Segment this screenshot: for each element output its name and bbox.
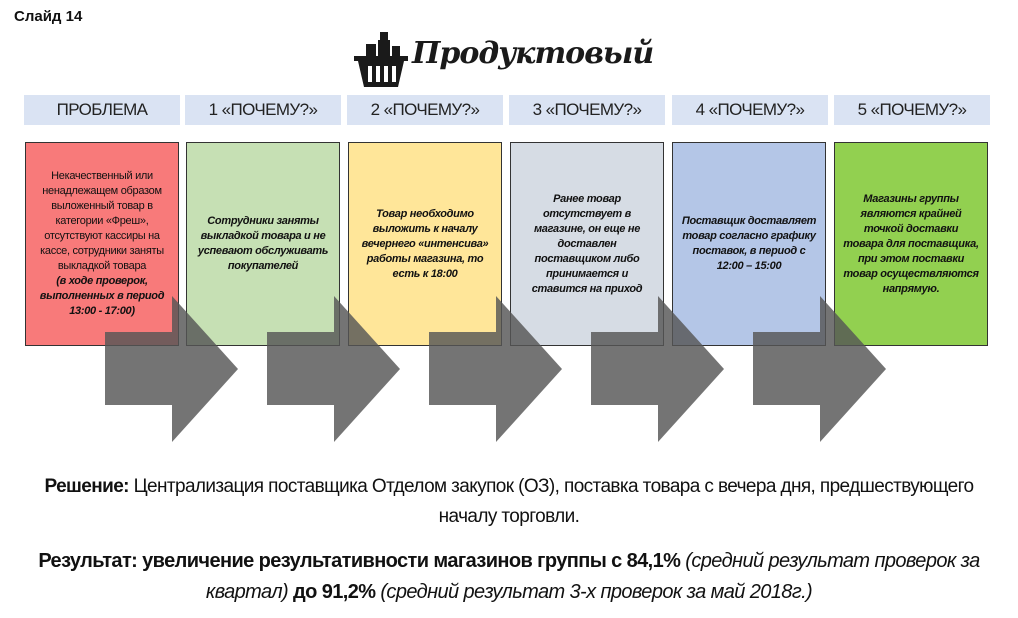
card-problem: Некачественный или ненадлежащем образом … xyxy=(25,142,179,346)
header-why-2: 2 «ПОЧЕМУ?» xyxy=(347,95,503,125)
card-note: Поставщик доставляет товар согласно граф… xyxy=(681,215,817,272)
header-why-5: 5 «ПОЧЕМУ?» xyxy=(834,95,990,125)
card-why-4: Поставщик доставляет товар согласно граф… xyxy=(672,142,826,346)
card-text: Некачественный или ненадлежащем образом … xyxy=(40,170,164,272)
header-why-4: 4 «ПОЧЕМУ?» xyxy=(672,95,828,125)
card-why-3: Ранее товар отсутствует в магазине, он е… xyxy=(510,142,664,346)
card-note: Ранее товар отсутствует в магазине, он е… xyxy=(531,192,643,295)
result-label: Результат: увеличение результативности м… xyxy=(38,550,686,572)
result-note-1: (средний результат проверок за квартал) xyxy=(205,550,980,603)
result-text: Результат: увеличение результативности м… xyxy=(0,546,1018,608)
slide-number: Слайд 14 xyxy=(14,8,83,25)
card-note: Сотрудники заняты выкладкой товара и не … xyxy=(197,215,329,272)
card-why-5: Магазины группы являются крайней точкой … xyxy=(834,142,988,346)
result-note-2: (средний результат 3-х проверок за май 2… xyxy=(380,581,813,603)
logo-text: Продуктовый xyxy=(412,36,654,71)
card-note: (в ходе проверок, выполненных в период 1… xyxy=(39,275,165,317)
solution-label: Решение: xyxy=(44,476,129,497)
header-why-3: 3 «ПОЧЕМУ?» xyxy=(509,95,665,125)
card-note: Товар необходимо выложить к началу вечер… xyxy=(361,207,489,280)
result-mid: до 91,2% xyxy=(288,581,381,603)
card-why-1: Сотрудники заняты выкладкой товара и не … xyxy=(186,142,340,346)
logo: Продуктовый xyxy=(352,30,654,92)
card-why-2: Товар необходимо выложить к началу вечер… xyxy=(348,142,502,346)
header-problem: ПРОБЛЕМА xyxy=(24,95,180,125)
basket-icon xyxy=(354,32,408,87)
header-why-1: 1 «ПОЧЕМУ?» xyxy=(185,95,341,125)
solution-body: Централизация поставщика Отделом закупок… xyxy=(128,476,975,527)
solution-text: Решение: Централизация поставщика Отдело… xyxy=(0,472,1018,532)
card-note: Магазины группы являются крайней точкой … xyxy=(843,192,979,295)
